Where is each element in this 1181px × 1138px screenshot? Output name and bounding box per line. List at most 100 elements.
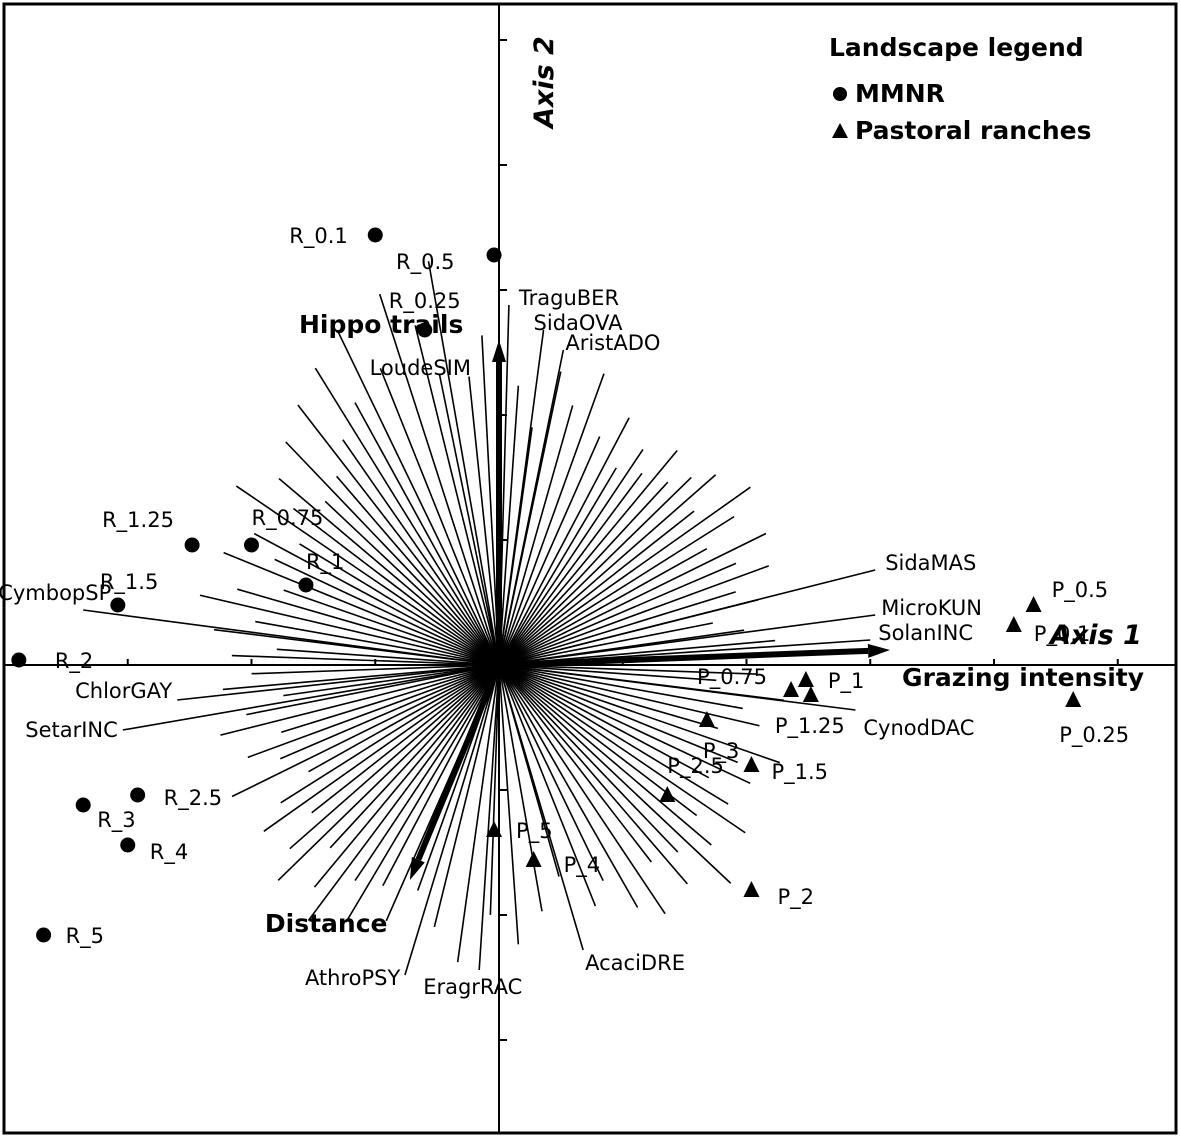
site-point-r_0-25 [417,322,433,338]
species-vector [498,474,717,666]
species-vector [498,664,738,764]
species-vector [498,664,666,915]
species-label-acacidre: AcaciDRE [585,951,685,975]
site-point-p_2-5 [659,786,676,802]
species-vector [283,664,500,697]
species-label-athropsy: AthroPSY [305,966,401,990]
site-label-r_0-25: R_0.25 [389,289,461,314]
species-vector-sidaova [498,329,545,666]
species-vector [498,591,736,666]
site-point-r_2 [11,652,27,668]
species-vector [285,441,500,666]
species-vector [280,664,500,804]
env-vector-distance [415,663,502,861]
site-point-r_1 [298,577,314,593]
site-point-p_1 [797,671,814,687]
species-vector-athropsy [404,664,500,976]
species-vector-acacidre [498,664,584,951]
species-vector-sidamas [498,569,876,666]
species-vector [379,368,500,666]
species-label-microkun: MicroKUN [881,596,982,620]
site-label-r_5: R_5 [66,924,104,949]
site-label-r_3: R_3 [97,808,135,833]
species-vector [498,664,698,817]
site-point-r_5 [36,927,52,943]
species-vector-eragrrac [478,664,500,971]
species-vector [498,373,605,666]
site-point-p_0-75 [783,681,800,697]
species-vector-aristado [498,349,565,666]
species-vector [279,664,500,760]
species-vector [231,654,500,666]
species-vector [498,664,639,908]
species-vector [433,664,500,928]
species-label-aristado: AristADO [565,331,660,355]
species-vector [299,543,500,666]
species-vector [231,664,500,798]
env-label-hippo-trails: Hippo trails [299,310,463,339]
site-point-r_4 [120,837,136,853]
species-vector-setarinc [122,664,500,731]
site-label-p_1-5: P_1.5 [771,760,828,785]
species-vector [498,664,604,882]
species-vector [498,436,601,666]
species-vector [314,367,500,666]
site-label-r_1: R_1 [306,550,344,575]
species-vector-microkun [498,614,876,666]
species-vector [498,664,710,779]
species-vector [283,589,500,666]
species-vector [246,664,500,716]
site-point-p_3 [698,711,715,727]
species-vector-group [83,261,876,976]
species-vector [498,515,735,666]
species-vector [337,332,500,666]
site-label-p_0-5: P_0.5 [1052,578,1109,603]
species-vector [498,664,597,907]
species-vector [498,449,678,666]
legend-circle-marker [833,87,847,101]
species-vector [498,664,757,675]
species-vector [354,664,500,881]
species-vector [220,664,500,736]
species-vector [263,664,500,832]
species-vector [498,547,708,666]
site-label-r_0-1: R_0.1 [289,224,348,249]
species-vector [498,562,737,666]
species-vector [281,664,500,734]
species-vector [311,664,500,814]
species-vector [498,664,717,682]
species-vector [498,664,760,727]
species-vector [498,510,695,666]
env-vector-arrowhead [867,643,891,658]
site-point-p_0-5 [1025,596,1042,612]
site-label-p_2-5: P_2.5 [667,754,724,779]
legend-entry-mmnr: MMNR [855,79,945,108]
species-vector [307,664,500,922]
species-vector [498,622,713,666]
species-label-loudesim: LoudeSIM [370,356,471,380]
site-point-p_0-1 [1005,616,1022,632]
species-vector [498,481,669,666]
species-vector [292,507,500,666]
species-vector [498,472,643,666]
species-vector [498,664,520,945]
legend-title: Landscape legend [829,33,1084,62]
site-label-p_2: P_2 [777,885,814,910]
axis1-title: Axis 1 [1048,620,1142,651]
env-vector-arrowhead [492,340,506,362]
species-vector [498,664,653,863]
site-label-r_0-5: R_0.5 [396,250,455,275]
species-vector [498,664,679,853]
site-point-p_2 [743,881,760,897]
site-point-r_0-1 [367,227,383,243]
species-vector [247,664,500,759]
species-vector [498,405,574,666]
species-vector [498,664,743,710]
species-vector [342,439,500,666]
species-vector [278,477,500,666]
species-vector [274,558,500,666]
site-point-r_1-5 [110,597,126,613]
